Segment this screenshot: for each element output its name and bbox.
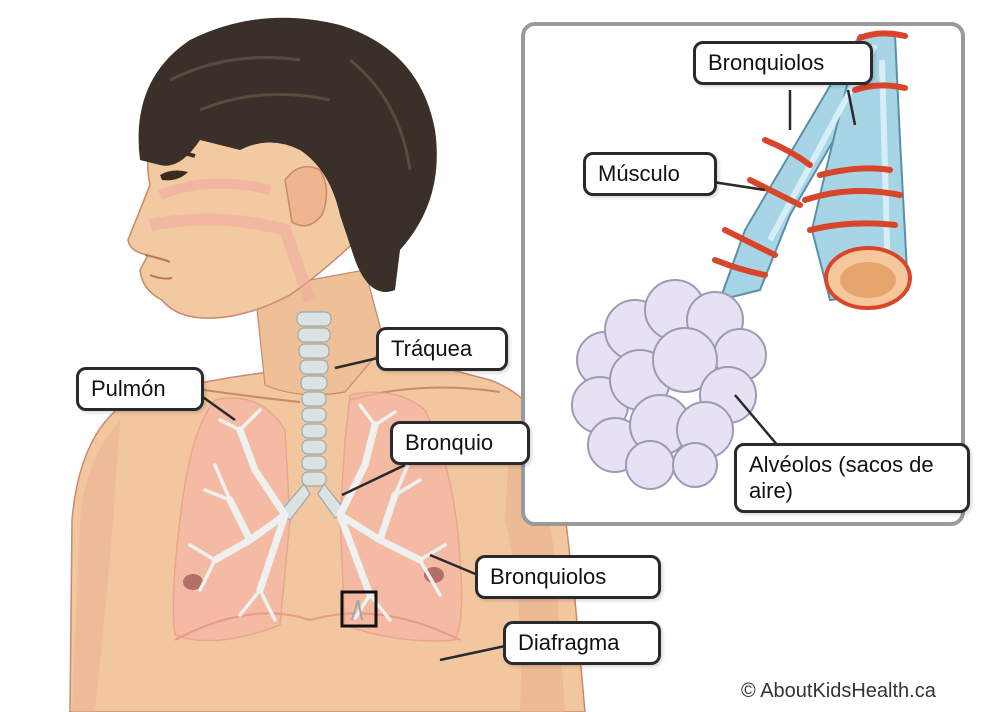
label-diafragma: Diafragma	[503, 621, 661, 665]
eye	[160, 170, 188, 181]
label-pulmon: Pulmón	[76, 367, 204, 411]
copyright-text: © AboutKidsHealth.ca	[741, 680, 936, 702]
label-bronquiolos-inset: Bronquiolos	[693, 41, 873, 85]
label-musculo: Músculo	[583, 152, 717, 196]
bronchial-tree	[188, 403, 447, 622]
label-bronquiolos-main: Bronquiolos	[475, 555, 661, 599]
zoom-box	[340, 590, 378, 628]
alveoli-cluster	[571, 279, 767, 490]
muscle-bands	[712, 30, 908, 278]
label-bronquio: Bronquio	[390, 421, 530, 465]
hair	[138, 17, 437, 293]
airway	[279, 311, 346, 521]
inset-illustration	[571, 30, 912, 490]
label-traquea: Tráquea	[376, 327, 508, 371]
diaphragm-line	[174, 612, 461, 641]
ear	[284, 165, 328, 227]
trachea	[296, 311, 332, 487]
label-alveolos: Alvéolos (sacos de aire)	[734, 443, 970, 513]
